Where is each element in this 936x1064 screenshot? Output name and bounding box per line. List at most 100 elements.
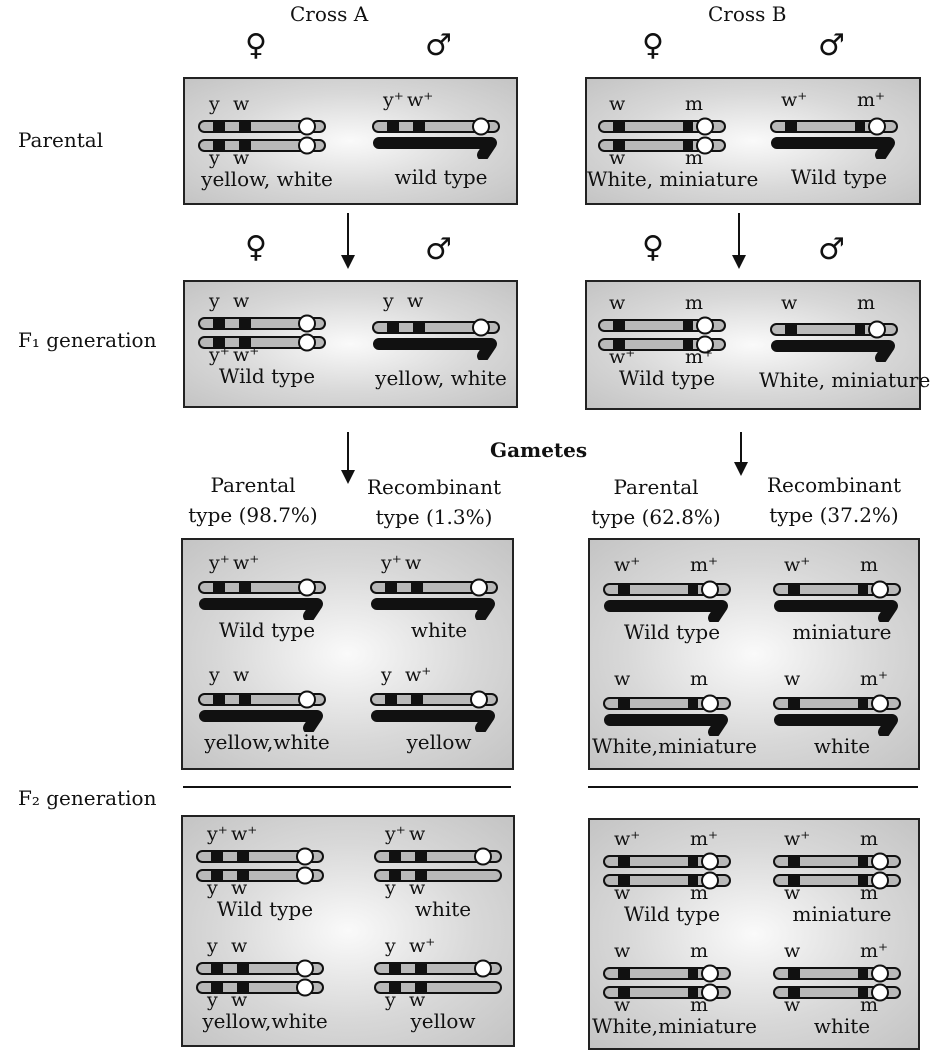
- gene-label: w⁺: [233, 344, 260, 366]
- cross-a-title: Cross A: [290, 2, 369, 26]
- phenotype-label: white: [414, 897, 472, 921]
- gene-label: w⁺: [407, 89, 434, 111]
- y-chromosome: [769, 336, 899, 364]
- y-chromosome: [772, 596, 902, 624]
- phenotype-label: Wild type: [618, 366, 716, 390]
- gene-label: w: [784, 882, 801, 904]
- y-chromosome: [772, 710, 902, 738]
- row-label-parental: Parental: [18, 128, 104, 152]
- phenotype-label: white: [813, 1014, 871, 1038]
- x-chromosome: [195, 957, 325, 983]
- gene-label: w: [609, 292, 626, 314]
- gene-label: w: [405, 552, 422, 574]
- phenotype-label: Wild type: [216, 897, 314, 921]
- x-chromosome: [602, 981, 732, 1007]
- gene-label: w: [784, 668, 801, 690]
- down-arrow-icon: [734, 432, 748, 476]
- x-chromosome: [373, 864, 503, 890]
- divider: [588, 786, 918, 788]
- x-chromosome: [197, 312, 327, 338]
- female-symbol: ♀: [245, 28, 267, 63]
- gene-label: y: [381, 664, 392, 686]
- gamete-genotype: w⁺m⁺Wild type: [602, 554, 752, 664]
- gene-label: w: [609, 147, 626, 169]
- cross-b-title: Cross B: [708, 2, 787, 26]
- gene-label: y: [209, 147, 220, 169]
- gene-label: w: [614, 994, 631, 1016]
- phenotype-label: Wild type: [623, 902, 721, 926]
- x-chromosome: [769, 318, 899, 344]
- x-chromosome: [597, 333, 727, 359]
- x-chromosome: [195, 976, 325, 1002]
- x-chromosome: [772, 692, 902, 718]
- gene-label: m⁺: [860, 940, 889, 962]
- down-arrow-icon: [732, 213, 746, 269]
- x-chromosome: [602, 850, 732, 876]
- gene-label: w: [233, 290, 250, 312]
- phenotype-label: yellow,white: [204, 730, 330, 754]
- x-chromosome: [195, 864, 325, 890]
- female-symbol: ♀: [245, 230, 267, 265]
- gene-label: w: [409, 989, 426, 1011]
- gene-label: w: [233, 664, 250, 686]
- x-chromosome: [369, 576, 499, 602]
- gene-label: y: [385, 877, 396, 899]
- gene-label: y: [207, 935, 218, 957]
- gene-label: y: [385, 989, 396, 1011]
- gamete-genotype: y⁺w⁺Wild type: [197, 552, 347, 662]
- x-chromosome: [373, 976, 503, 1002]
- gene-label: w: [409, 823, 426, 845]
- gene-label: w: [784, 940, 801, 962]
- gene-label: y: [383, 290, 394, 312]
- phenotype-label: miniature: [792, 620, 892, 644]
- gene-label: w⁺: [781, 89, 808, 111]
- gene-label: w⁺: [405, 664, 432, 686]
- x-chromosome: [602, 869, 732, 895]
- gene-label: w: [614, 882, 631, 904]
- gene-label: w: [233, 147, 250, 169]
- gene-label: w: [407, 290, 424, 312]
- phenotype-label: yellow, white: [375, 366, 507, 390]
- y-chromosome: [602, 596, 732, 624]
- y-chromosome: [369, 594, 499, 622]
- gene-label: w⁺: [614, 828, 641, 850]
- gene-label: w⁺: [609, 346, 636, 368]
- gene-label: w: [231, 877, 248, 899]
- x-chromosome: [602, 962, 732, 988]
- male-symbol: ♂: [425, 232, 452, 267]
- gene-label: y⁺: [207, 823, 228, 845]
- gene-label: y: [385, 935, 396, 957]
- x-chromosome: [769, 115, 899, 141]
- gene-label: m: [685, 93, 704, 115]
- gene-label: m: [690, 668, 709, 690]
- phenotype-label: yellow: [410, 1009, 476, 1033]
- gene-label: m: [860, 882, 879, 904]
- down-arrow-icon: [341, 213, 355, 269]
- gene-label: w: [784, 994, 801, 1016]
- gene-label: m: [685, 147, 704, 169]
- x-chromosome: [597, 115, 727, 141]
- gene-label: m: [690, 940, 709, 962]
- gene-label: w⁺: [614, 554, 641, 576]
- row-label-f2: F₂ generation: [18, 786, 157, 810]
